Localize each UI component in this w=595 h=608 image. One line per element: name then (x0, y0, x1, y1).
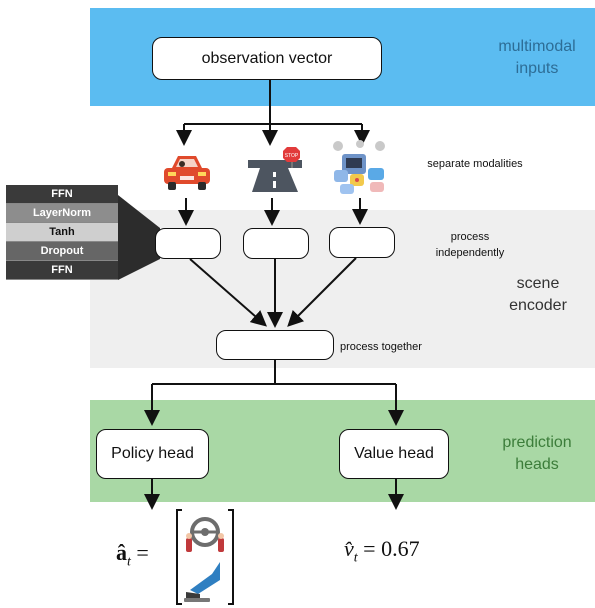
road-icon: STOP (248, 147, 302, 192)
observation-vector-box: observation vector (152, 37, 382, 80)
heads-band-label: prediction heads (502, 434, 572, 473)
action-subscript: t (127, 554, 131, 570)
value-equation: v̂t = 0.67 (344, 536, 420, 566)
policy-head-box: Policy head (96, 429, 209, 479)
stack-layer-layernorm: LayerNorm (6, 204, 118, 223)
modality-encoder-2 (243, 228, 309, 259)
process-together-note: process together (340, 341, 422, 353)
encoder-band-label: scene encoder (509, 275, 567, 314)
stack-layer-ffn-top: FFN (6, 185, 118, 204)
modality-encoder-3 (329, 227, 395, 258)
stack-layer-dropout: Dropout (6, 242, 118, 261)
process-independently-note: process independently (435, 231, 505, 259)
value-symbol: v̂ (344, 536, 354, 561)
action-vector-icon (176, 509, 234, 605)
action-symbol: â (116, 540, 127, 565)
joint-encoder-box (216, 330, 334, 360)
action-equation: ât = (116, 540, 149, 570)
value-subscript: t (353, 550, 358, 566)
value-head-box: Value head (339, 429, 449, 479)
equals-sign: = (136, 540, 149, 565)
modality-encoder-1 (155, 228, 221, 259)
car-icon (164, 156, 210, 190)
stack-layer-ffn-bottom: FFN (6, 261, 118, 280)
layer-stack: FFN LayerNorm Tanh Dropout FFN (6, 185, 118, 280)
stop-sign-text: STOP (285, 153, 299, 159)
traffic-scene-icon (333, 140, 385, 194)
inputs-band-label: multimodal inputs (498, 38, 576, 77)
value-rhs: = 0.67 (363, 536, 420, 561)
separate-modalities-note: separate modalities (427, 158, 523, 170)
stack-layer-tanh: Tanh (6, 223, 118, 242)
